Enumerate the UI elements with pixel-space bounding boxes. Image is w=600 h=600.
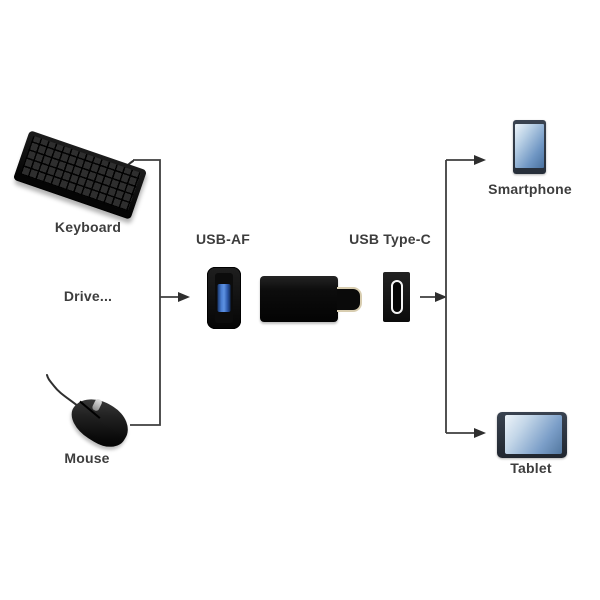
usb-af-blue-tongue xyxy=(217,284,231,312)
usb-af-opening xyxy=(215,273,233,323)
smartphone-screen xyxy=(515,124,544,168)
tablet-screen xyxy=(505,415,562,454)
keyboard-image xyxy=(12,130,148,220)
smartphone-image xyxy=(513,120,546,174)
usb-c-pill-outline xyxy=(390,280,403,314)
tablet-label: Tablet xyxy=(510,460,552,476)
usb-af-label: USB-AF xyxy=(195,231,251,247)
usb-c-plug xyxy=(337,287,362,312)
adapter-body xyxy=(260,276,338,322)
mouse-label: Mouse xyxy=(64,450,110,466)
tablet-image xyxy=(497,412,567,458)
mouse-image xyxy=(63,389,137,455)
drive-label: Drive... xyxy=(63,288,113,304)
mouse-scroll-wheel xyxy=(91,397,103,412)
keyboard-label: Keyboard xyxy=(54,219,122,235)
usb-type-c-label: USB Type-C xyxy=(349,231,431,247)
smartphone-label: Smartphone xyxy=(488,181,572,197)
usb-af-port xyxy=(207,267,241,329)
usb-c-port xyxy=(383,272,410,322)
